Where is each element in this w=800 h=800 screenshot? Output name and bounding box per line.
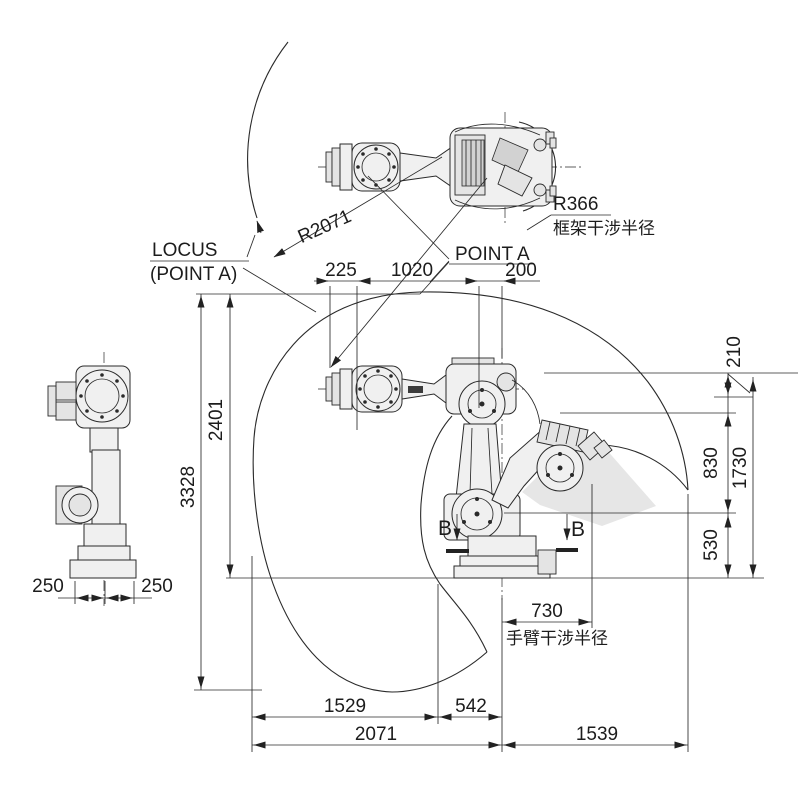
dim-200: 200	[505, 260, 537, 281]
section-b-right-label: B	[571, 518, 585, 541]
dim-250-right: 250	[141, 576, 173, 597]
side-view-robot-folded-pose	[491, 419, 613, 509]
arm-interference-label: 手臂干涉半径	[506, 629, 608, 648]
locus-hook-curve	[600, 444, 689, 491]
dim-730: 730	[531, 601, 563, 622]
dim-225: 225	[325, 260, 357, 281]
locus-arc-main	[252, 291, 689, 693]
dim-530: 530	[701, 529, 722, 561]
r2071-label: R2071	[295, 206, 355, 248]
dim-542: 542	[455, 696, 487, 717]
dim-1730: 1730	[730, 447, 751, 489]
r366-label: R366	[553, 194, 598, 215]
dim-1020: 1020	[391, 260, 433, 281]
locus-arc-top	[247, 41, 289, 219]
leader-lines	[150, 156, 611, 368]
r366-leader	[526, 214, 552, 231]
section-b-left-label: B	[438, 517, 452, 540]
top-view-robot	[318, 112, 582, 224]
locus-arc-end-arrow	[256, 220, 264, 234]
front-bolt-circle	[79, 373, 125, 419]
dim-210: 210	[724, 336, 745, 368]
locus-label-line2: (POINT A)	[150, 264, 237, 285]
locus-leader-to-arc	[246, 234, 256, 258]
brand-logo	[408, 386, 423, 393]
locus-label-line1: LOCUS	[152, 240, 217, 261]
r2071-radius-line	[273, 156, 443, 258]
frame-interference-label: 框架干涉半径	[553, 219, 655, 238]
dim-2401: 2401	[206, 399, 227, 441]
dim-250-left: 250	[32, 576, 64, 597]
text-labels: LOCUS (POINT A) R2071 POINT A R366 框架干涉半…	[32, 194, 751, 745]
locus-inner-boundary	[420, 415, 488, 653]
dim-3328: 3328	[178, 466, 199, 508]
projection-line	[367, 175, 450, 260]
locus-leader-to-envelope	[242, 267, 317, 313]
dim-830: 830	[701, 447, 722, 479]
point-a-leader	[429, 260, 450, 283]
dim-1539: 1539	[576, 724, 618, 745]
dim-1529: 1529	[324, 696, 366, 717]
pointer-to-point-a	[330, 177, 488, 368]
reference-lines	[74, 261, 798, 752]
top-wrist-bolt-circle	[356, 147, 396, 187]
dim-2071: 2071	[355, 724, 397, 745]
side-view-robot	[318, 348, 656, 600]
side-wrist-bolt-circle	[358, 369, 398, 409]
point-a-label: POINT A	[455, 244, 530, 265]
dimension-lines	[58, 277, 757, 749]
front-view-robot	[47, 352, 137, 606]
section-markers	[446, 514, 578, 553]
